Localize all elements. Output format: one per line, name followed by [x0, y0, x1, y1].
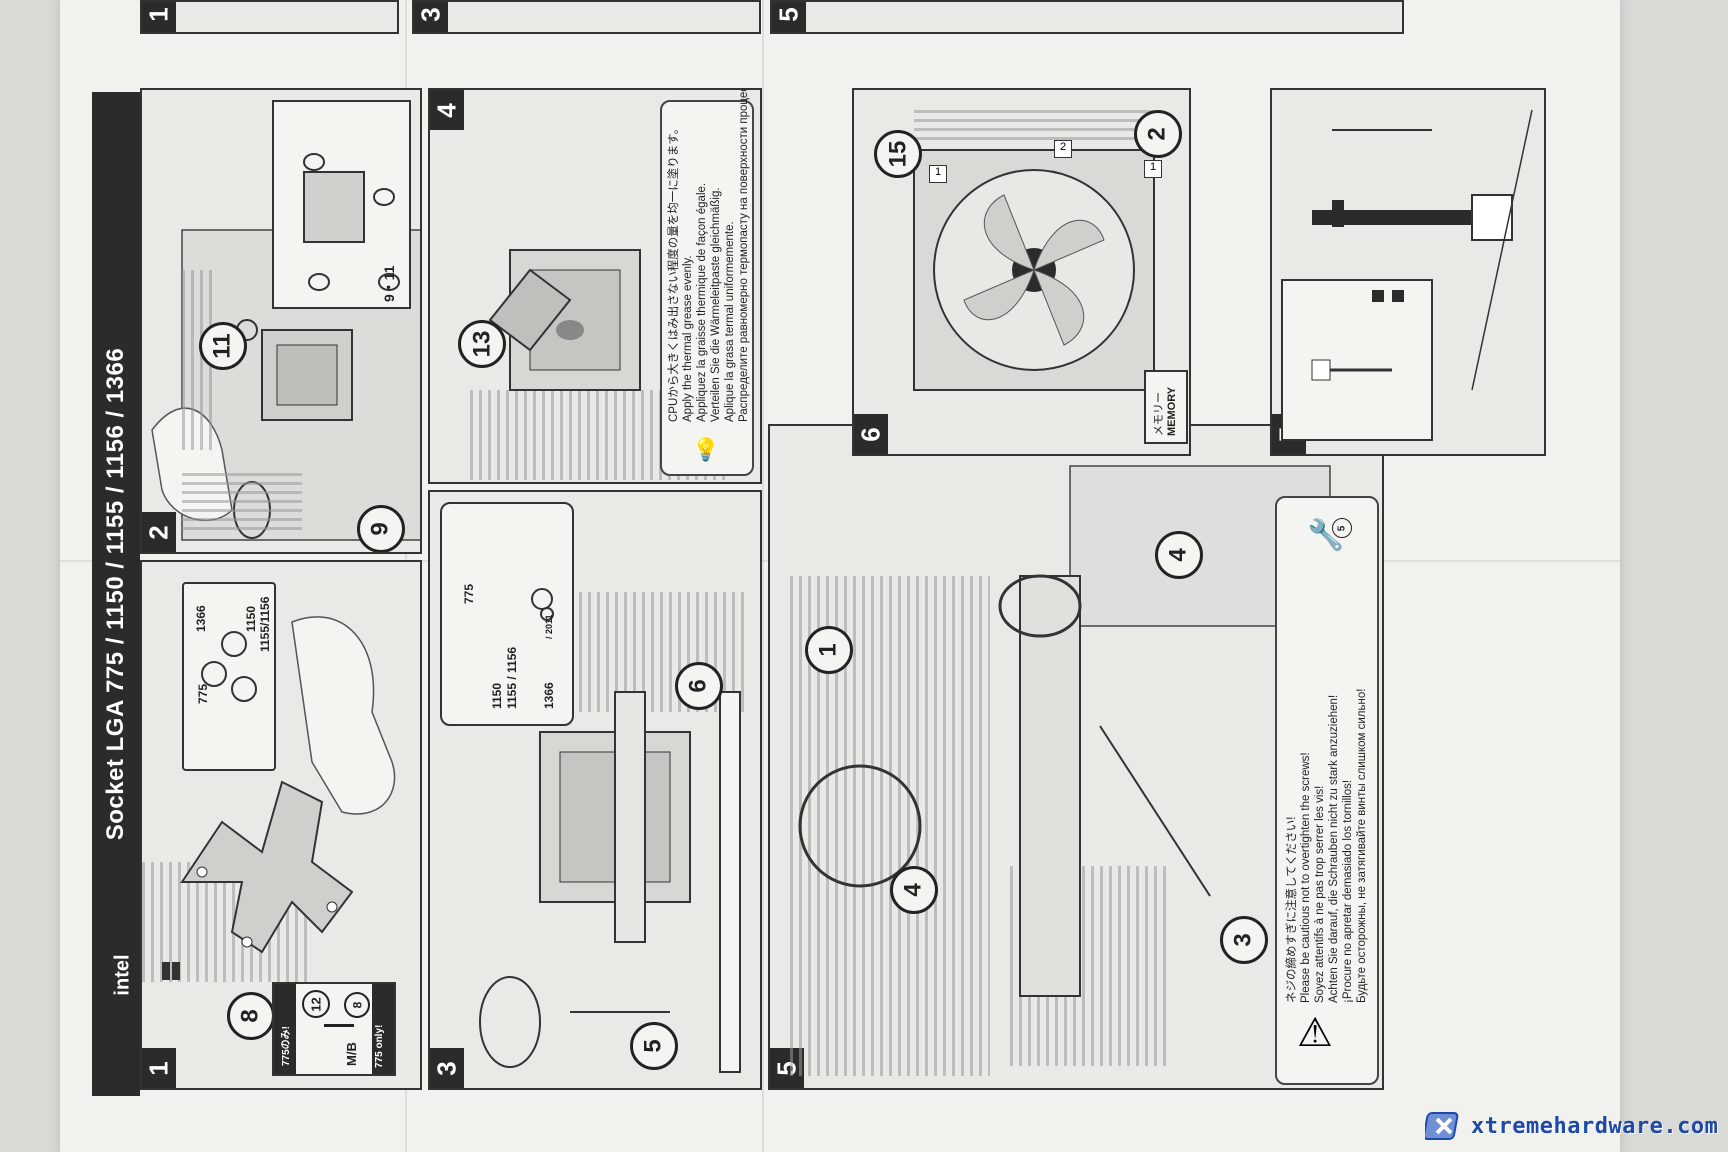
panel-step-7: 7: [1270, 88, 1546, 456]
screw-inset: 9・11: [272, 100, 411, 309]
callout-2: 2: [1134, 110, 1182, 158]
memory-jp-label: メモリー: [1153, 392, 1165, 436]
panel-step-5: 5 1 4 4 3 ⚠ 🔧 5 ネジの締めすぎに注意してください! Please…: [768, 424, 1384, 1090]
callout-3: 3: [1220, 916, 1268, 964]
memory-label-box: メモリー MEMORY: [1144, 370, 1188, 444]
fan-connector-illustration: [1281, 109, 1533, 441]
panel-number: 3: [415, 6, 446, 22]
warning-text: ネジの締めすぎに注意してください! Please be cautious not…: [1286, 688, 1368, 1003]
label-1150: 1150: [244, 605, 258, 632]
backplate-illustration: [162, 616, 396, 980]
tool-number: 5: [1332, 518, 1352, 538]
label-1155-1156: 1155/1156: [258, 596, 272, 652]
hole-position-inset: 775 1150 1155 / 1156 1366 / 2011: [440, 502, 574, 726]
watermark-text: xtremehardware.com: [1471, 1113, 1719, 1139]
label-1366: 1366: [194, 605, 208, 632]
callout-4a: 4: [1155, 531, 1203, 579]
label-1150: 1150: [490, 682, 504, 709]
label-1366: 1366: [542, 682, 556, 709]
socket-hole-diagram: 775 1366 1150 1155/1156: [182, 582, 276, 771]
hand-illustration: [291, 616, 396, 815]
only-775-label: 775 only!: [374, 1024, 385, 1068]
callout-8: 8: [227, 992, 275, 1040]
watermark: xtremehardware.com: [1425, 1105, 1725, 1147]
warning-note: ⚠ 🔧 5 ネジの締めすぎに注意してください! Please be cautio…: [1275, 496, 1379, 1085]
callout-5: 5: [630, 1022, 678, 1070]
document-title: Socket LGA 775 / 1150 / 1155 / 1156 / 13…: [102, 347, 129, 841]
top-strip-panel: 3: [412, 0, 761, 34]
step-marker: 1: [929, 165, 947, 183]
warning-icon: ⚠: [1297, 1011, 1333, 1055]
label-775: 775: [462, 583, 476, 604]
step-marker: 1: [1144, 160, 1162, 178]
callout-4b: 4: [890, 866, 938, 914]
panel-step-4: 4 13 💡 CPUから大きくはみ出さない程度の量を均一に塗ります。 Apply…: [428, 88, 762, 484]
callout-6: 6: [675, 662, 723, 710]
panel-step-1: 1 775 1366 1150 1155/1156 8 775のみ! 775 o…: [140, 560, 422, 1090]
thermal-grease-note: 💡 CPUから大きくはみ出さない程度の量を均一に塗ります。 Apply the …: [660, 90, 754, 476]
mounting-bracket-illustration: [479, 691, 741, 1073]
xtremehardware-logo-icon: [1425, 1112, 1459, 1140]
panel-number: 1: [143, 6, 174, 22]
callout-9: 9: [357, 505, 405, 552]
callout-15: 15: [874, 130, 922, 178]
lightbulb-icon: 💡: [692, 437, 720, 462]
panel-step-3: 3 775 1150 1155 / 1156 1366 / 2011 6 5: [428, 490, 762, 1090]
step-marker: 2: [1054, 140, 1072, 158]
callout-13: 13: [458, 320, 506, 368]
panel-step-6: 6 15 2 1 2 1 メモリー MEMORY: [852, 88, 1191, 456]
label-775: 775: [196, 683, 210, 704]
callout-1: 1: [805, 626, 853, 674]
fan-attach-illustration: [913, 149, 1155, 391]
callout-12: 12: [302, 990, 330, 1018]
title-bar: Socket LGA 775 / 1150 / 1155 / 1156 / 13…: [92, 92, 140, 1096]
inset-label-9-11: 9・11: [381, 265, 397, 302]
top-strip-panel: 1: [140, 0, 399, 34]
mb-label: M/B: [344, 1042, 359, 1066]
only-775-jp-label: 775のみ!: [281, 1025, 292, 1066]
memory-label: MEMORY: [1166, 386, 1178, 436]
panel-step-2: 2 9・11 11 9: [140, 88, 422, 554]
top-strip-panel: 5: [770, 0, 1404, 34]
thermal-grease-text: CPUから大きくはみ出さない程度の量を均一に塗ります。 Apply the th…: [668, 88, 750, 422]
label-1155-1156: 1155 / 1156: [505, 646, 519, 709]
fold-line: [762, 0, 764, 1152]
thermal-grease-illustration: [488, 249, 641, 391]
label-2011: / 2011: [544, 614, 554, 639]
intel-logo: intel: [103, 935, 143, 1015]
callout-11: 11: [199, 322, 247, 370]
panel-number: 5: [773, 6, 804, 22]
inset-callout-8: 8: [344, 992, 370, 1018]
only-775-inset: 775のみ! 775 only! 12 8 M/B: [272, 982, 396, 1076]
